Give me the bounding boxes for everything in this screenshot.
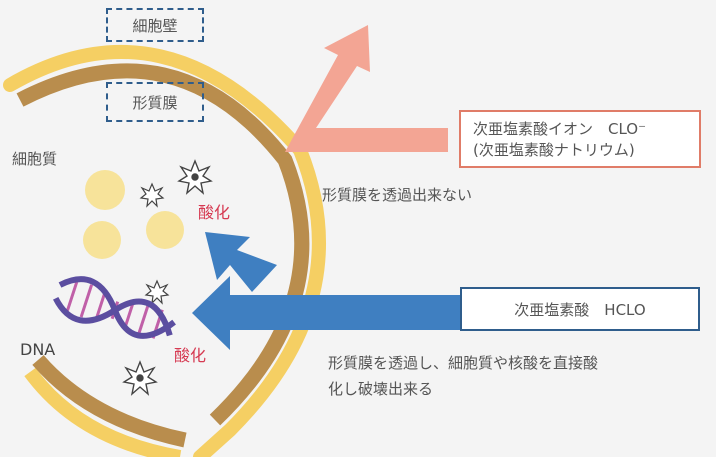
- cell-wall-text: 細胞壁: [132, 16, 178, 35]
- oxidation-label-lower: 酸化: [174, 346, 207, 365]
- hclo-caption-line1: 形質膜を透過し、細胞質や核酸を直接酸: [328, 354, 599, 372]
- membrane-label: 形質膜: [106, 82, 204, 122]
- hclo-box: 次亜塩素酸 HCLO: [460, 287, 700, 331]
- burst-icon: [177, 159, 213, 195]
- arrow-up-right: [285, 25, 448, 152]
- hypochlorite-ion-line1: 次亜塩素酸イオン CLO⁻: [473, 120, 647, 138]
- membrane-arc: [16, 63, 310, 426]
- burst-icon: [122, 360, 158, 396]
- cytoplasm-label: 細胞質: [12, 150, 58, 168]
- burst-icon: [144, 279, 170, 305]
- hypochlorite-ion-box: 次亜塩素酸イオン CLO⁻ (次亜塩素酸ナトリウム): [459, 110, 701, 168]
- hypochlorite-caption: 形質膜を透過出来ない: [322, 186, 473, 204]
- hclo-label: 次亜塩素酸 HCLO: [514, 300, 646, 319]
- membrane-text: 形質膜: [132, 93, 178, 112]
- cell-wall-label: 細胞壁: [106, 8, 204, 42]
- hypochlorite-ion-line2: (次亜塩素酸ナトリウム): [473, 141, 635, 159]
- membrane-arc-lower: [32, 355, 187, 448]
- hclo-caption-line2: 化し破壊出来る: [328, 380, 434, 398]
- arrow-up-left: [205, 232, 277, 292]
- cell-wall-arc-lower: [24, 367, 182, 457]
- arrow-left: [192, 276, 462, 350]
- oxidation-label-upper: 酸化: [198, 203, 231, 222]
- cytoplasm-dot: [85, 170, 125, 210]
- dna-label: DNA: [20, 340, 56, 359]
- dna-helix-icon: [53, 276, 176, 339]
- cytoplasm-dot: [146, 211, 184, 249]
- cytoplasm-dot: [83, 221, 121, 259]
- burst-icon: [139, 182, 165, 208]
